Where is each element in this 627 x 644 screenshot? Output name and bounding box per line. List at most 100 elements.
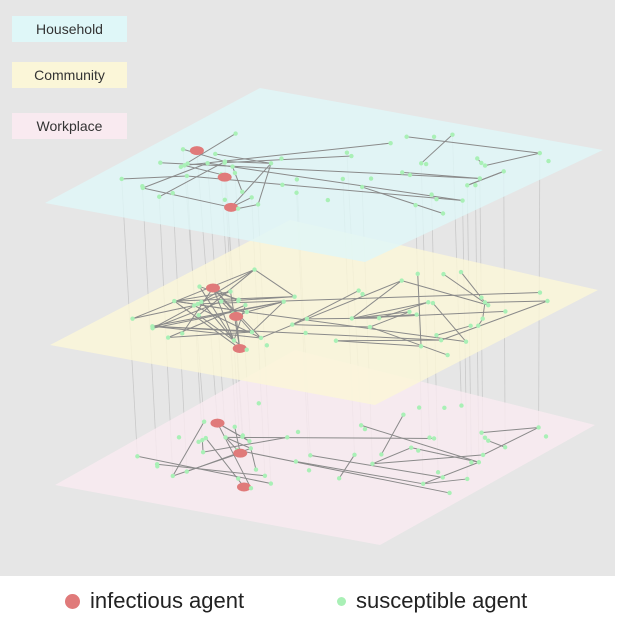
susceptible-agent xyxy=(356,288,361,293)
susceptible-agent xyxy=(482,300,488,305)
workplace-edge xyxy=(372,447,412,465)
susceptible-agent xyxy=(537,290,543,295)
susceptible-agent xyxy=(440,475,445,480)
community-edge xyxy=(369,326,448,356)
household-edge xyxy=(180,133,236,168)
workplace-edge xyxy=(310,454,443,478)
workplace-edge xyxy=(225,436,435,439)
community-edge xyxy=(432,302,467,342)
community-edge xyxy=(132,305,195,320)
susceptible-agent xyxy=(503,309,508,314)
susceptible-agent xyxy=(426,300,431,305)
susceptible-agent xyxy=(333,338,339,343)
susceptible-agent xyxy=(413,202,418,208)
susceptible-agent xyxy=(268,161,274,166)
infectious-agent xyxy=(210,418,225,428)
workplace-network xyxy=(135,401,549,496)
susceptible-agent xyxy=(196,439,201,445)
household-edge xyxy=(142,162,208,189)
susceptible-agent xyxy=(119,176,124,182)
susceptible-agent xyxy=(236,476,241,481)
susceptible-agent xyxy=(340,176,346,182)
susceptible-agent xyxy=(252,267,257,272)
susceptible-agent xyxy=(203,435,208,441)
workplace-edge xyxy=(217,422,250,442)
community-edge xyxy=(246,311,467,343)
workplace-edge xyxy=(488,440,506,448)
susceptible-agent xyxy=(170,190,175,196)
susceptible-agent xyxy=(344,150,350,155)
susceptible-agent xyxy=(200,449,206,455)
susceptible-agent xyxy=(140,183,145,189)
household-edge xyxy=(160,162,480,179)
susceptible-agent xyxy=(399,278,404,283)
susceptible-agent xyxy=(228,289,233,294)
susceptible-agent xyxy=(545,298,550,304)
infectious-agent xyxy=(217,172,232,182)
susceptible-agent xyxy=(479,295,484,300)
household-edge xyxy=(184,164,222,175)
susceptible-agent xyxy=(197,284,202,289)
susceptible-agent xyxy=(376,315,382,321)
household-edge xyxy=(230,163,272,208)
workplace-edge xyxy=(250,448,257,470)
susceptible-agent xyxy=(546,158,551,164)
susceptible-agent xyxy=(447,490,452,496)
community-edge xyxy=(306,280,402,320)
community-edge xyxy=(152,325,261,339)
community-edge xyxy=(292,290,359,326)
legend-infectious-label: infectious agent xyxy=(90,588,245,613)
susceptible-agent xyxy=(479,430,484,435)
susceptible-agent xyxy=(249,329,255,335)
susceptible-agent xyxy=(431,134,437,140)
community-edge xyxy=(335,339,442,342)
community-edge xyxy=(174,291,231,302)
susceptible-agent xyxy=(438,337,444,343)
susceptible-agent xyxy=(130,316,135,321)
susceptible-agent xyxy=(480,316,485,321)
susceptible-agent xyxy=(184,173,190,179)
susceptible-agent xyxy=(176,435,182,440)
susceptible-agent xyxy=(434,197,439,202)
diagram-frame: Household Community Workplace xyxy=(0,0,615,576)
susceptible-agent xyxy=(431,436,437,441)
susceptible-agent xyxy=(213,151,218,157)
susceptible-agent xyxy=(268,481,274,486)
infectious-dot-icon xyxy=(65,593,80,609)
workplace-layer-label: Workplace xyxy=(12,113,127,139)
household-network xyxy=(119,131,551,216)
susceptible-agent xyxy=(222,159,228,164)
susceptible-agent xyxy=(231,338,237,343)
susceptible-agent xyxy=(543,434,549,439)
community-edge xyxy=(443,273,489,306)
household-layer-label: Household xyxy=(12,16,127,42)
susceptible-agent xyxy=(473,183,478,188)
susceptible-agent xyxy=(480,452,486,458)
community-edge xyxy=(484,300,548,303)
susceptible-agent xyxy=(196,313,201,318)
community-edge xyxy=(482,302,486,319)
susceptible-agent xyxy=(536,425,541,430)
susceptible-agent xyxy=(407,172,413,178)
community-edge xyxy=(260,318,308,339)
susceptible-agent xyxy=(486,302,491,308)
susceptible-agent xyxy=(285,435,290,440)
susceptible-agent xyxy=(165,335,171,340)
susceptible-agent xyxy=(407,309,412,314)
susceptible-agent xyxy=(157,194,162,199)
susceptible-agent xyxy=(501,169,506,174)
susceptible-agent xyxy=(280,182,285,188)
susceptible-agent xyxy=(482,435,488,440)
infectious-agent xyxy=(237,482,252,492)
susceptible-agent xyxy=(294,177,300,182)
susceptible-agent xyxy=(158,160,163,165)
susceptible-agent xyxy=(477,176,483,181)
susceptible-agent xyxy=(419,161,424,166)
workplace-edge xyxy=(482,427,539,456)
household-edge xyxy=(224,161,272,164)
household-edge xyxy=(467,170,504,186)
susceptible-agent xyxy=(408,445,414,450)
susceptible-agent xyxy=(223,435,228,440)
susceptible-agent xyxy=(306,468,312,473)
susceptible-agent xyxy=(243,302,248,308)
